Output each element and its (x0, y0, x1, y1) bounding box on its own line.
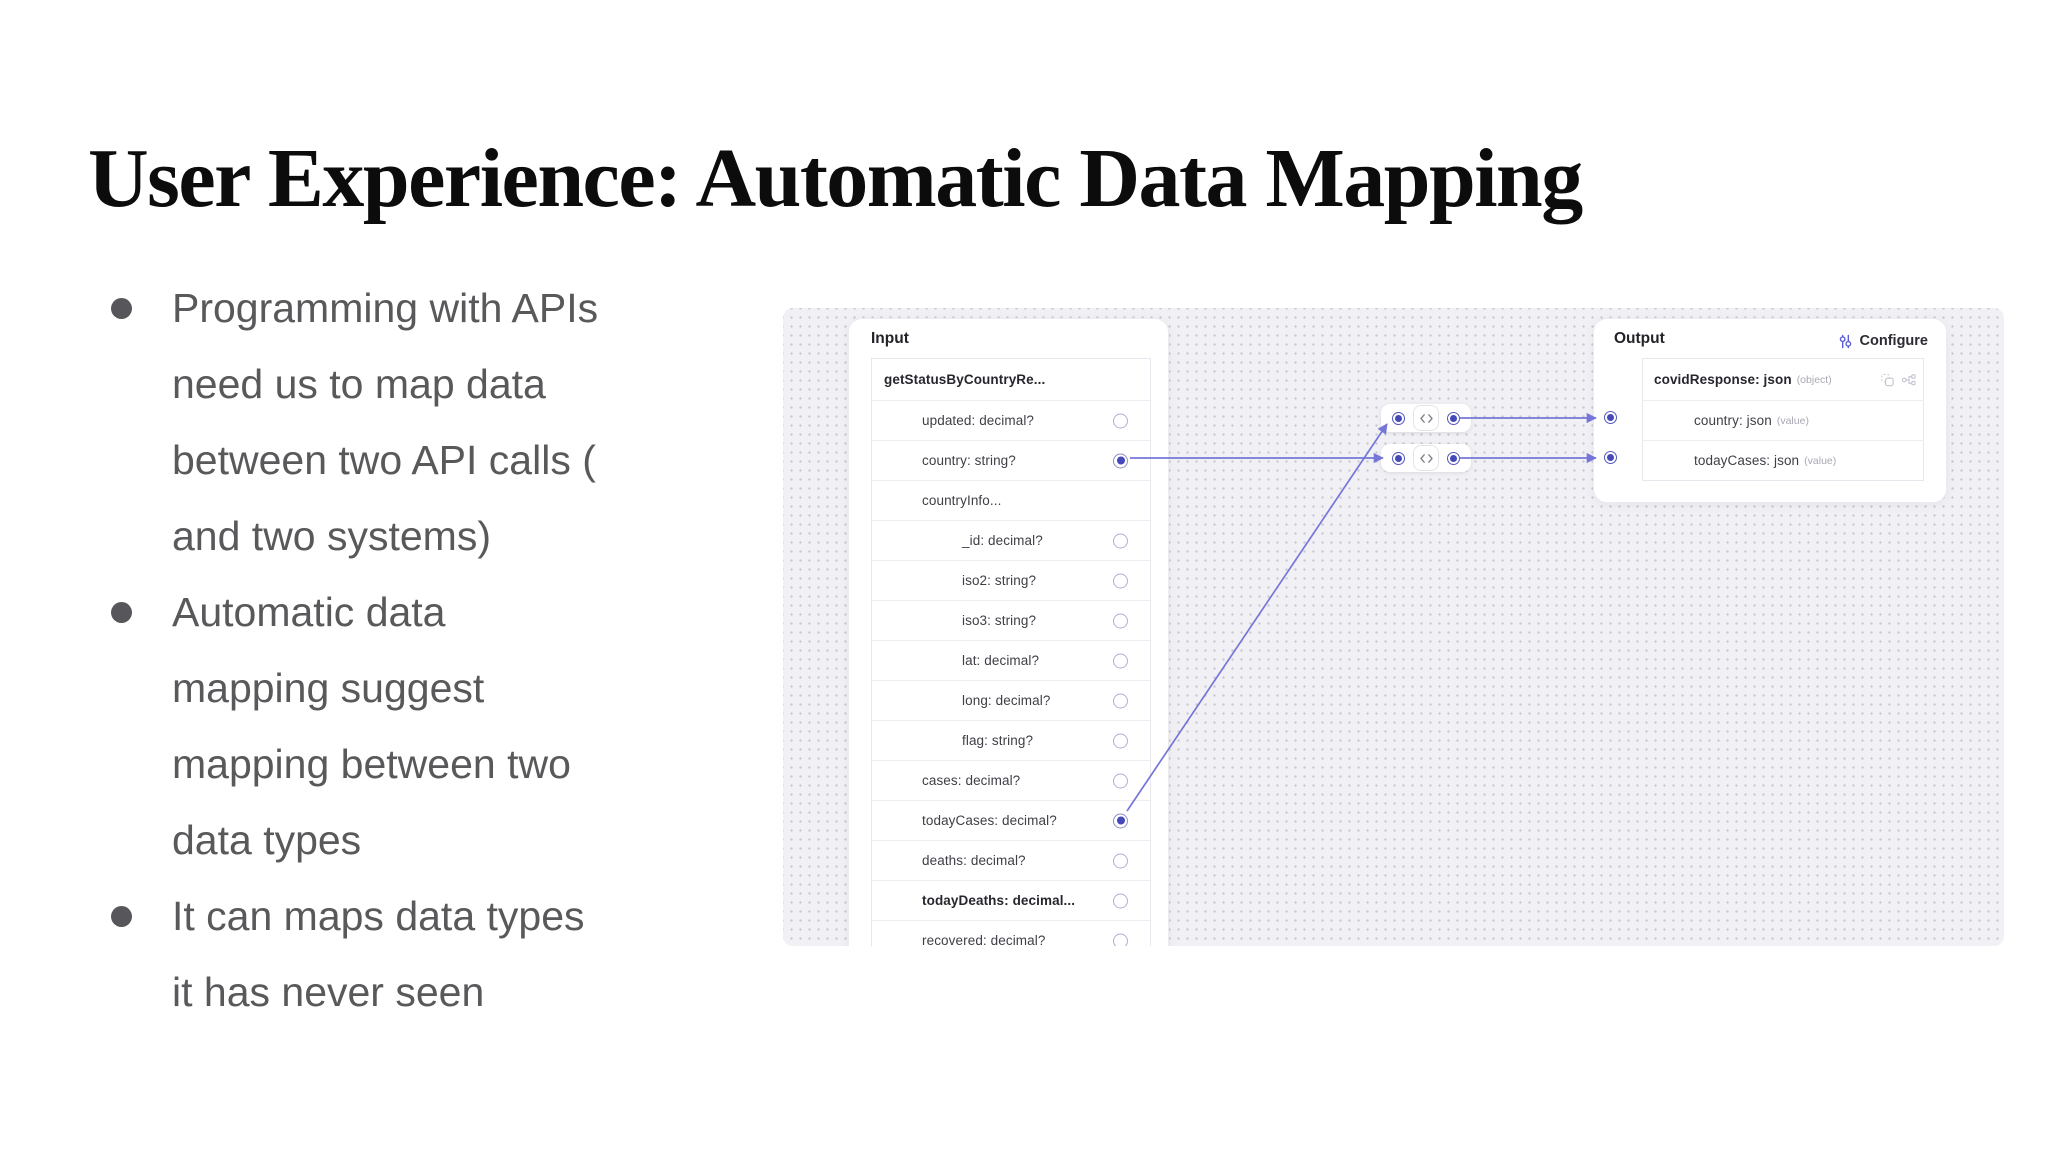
field-label: getStatusByCountryRe... (884, 372, 1046, 387)
field-label: countryInfo... (922, 493, 1002, 508)
transform-output-port[interactable] (1447, 411, 1460, 425)
field-type-suffix: (object) (1796, 373, 1832, 386)
output-field-row[interactable]: country: json (value) (1643, 400, 1923, 440)
field-label: todayDeaths: decimal... (922, 893, 1076, 908)
field-label: covidResponse: json (1654, 372, 1792, 387)
input-field-row[interactable]: flag: string? (872, 720, 1150, 760)
field-label: country: json (1694, 413, 1772, 428)
field-label: iso2: string? (962, 573, 1037, 588)
field-label: _id: decimal? (962, 533, 1043, 548)
code-icon (1419, 453, 1433, 463)
field-select-radio[interactable] (1113, 613, 1128, 628)
field-select-radio[interactable] (1113, 853, 1128, 868)
field-select-radio[interactable] (1113, 813, 1128, 828)
input-field-row[interactable]: iso3: string? (872, 600, 1150, 640)
output-field-row[interactable]: covidResponse: json (object) (1643, 359, 1923, 400)
mapping-canvas[interactable]: Input getStatusByCountryRe... updated: de… (783, 308, 2004, 946)
input-field-row[interactable]: cases: decimal? (872, 760, 1150, 800)
input-panel: Input getStatusByCountryRe... updated: de… (848, 318, 1169, 946)
code-transform-box[interactable] (1413, 405, 1439, 431)
field-select-radio[interactable] (1113, 453, 1128, 468)
bullet-item: Automatic data mapping suggest mapping b… (103, 574, 703, 878)
bullet-list: Programming with APIs need us to map dat… (103, 270, 703, 1030)
input-field-row[interactable]: _id: decimal? (872, 520, 1150, 560)
field-label: updated: decimal? (922, 413, 1035, 428)
field-type-suffix: (value) (1804, 454, 1837, 467)
output-panel-title: Output (1614, 330, 1665, 347)
transform-output-port[interactable] (1447, 451, 1460, 465)
bullet-dot (111, 602, 132, 623)
field-select-radio[interactable] (1113, 413, 1128, 428)
field-label: todayCases: decimal? (922, 813, 1057, 828)
code-transform-box[interactable] (1413, 445, 1439, 471)
input-field-row[interactable]: todayCases: decimal? (872, 800, 1150, 840)
input-field-table: getStatusByCountryRe... updated: decimal?… (871, 358, 1151, 946)
transform-input-port[interactable] (1392, 451, 1405, 465)
field-label: flag: string? (962, 733, 1034, 748)
bullet-text: Automatic data mapping suggest mapping b… (172, 589, 571, 863)
field-select-radio[interactable] (1113, 933, 1128, 946)
field-select-radio[interactable] (1113, 693, 1128, 708)
input-field-row[interactable]: country: string? (872, 440, 1150, 480)
transform-node[interactable] (1381, 444, 1471, 472)
transform-input-port[interactable] (1392, 411, 1405, 425)
field-label: long: decimal? (962, 693, 1051, 708)
configure-button[interactable]: Configure (1838, 333, 1928, 349)
field-label: recovered: decimal? (922, 933, 1046, 946)
field-label: iso3: string? (962, 613, 1037, 628)
field-label: deaths: decimal? (922, 853, 1026, 868)
code-icon (1419, 413, 1433, 423)
input-field-row[interactable]: countryInfo... (872, 480, 1150, 520)
field-select-radio[interactable] (1113, 893, 1128, 908)
field-select-radio[interactable] (1113, 653, 1128, 668)
input-field-row[interactable]: getStatusByCountryRe... (872, 359, 1150, 400)
bullet-dot (111, 298, 132, 319)
bullet-item: It can maps data types it has never seen (103, 878, 703, 1030)
field-label: lat: decimal? (962, 653, 1040, 668)
bullet-text: Programming with APIs need us to map dat… (172, 285, 599, 559)
field-select-radio[interactable] (1113, 773, 1128, 788)
output-field-table: covidResponse: json (object) country: json… (1642, 358, 1924, 481)
input-field-row[interactable]: todayDeaths: decimal... (872, 880, 1150, 920)
bullet-text: It can maps data types it has never seen (172, 893, 585, 1015)
transform-node[interactable] (1381, 404, 1471, 432)
row-action-icons[interactable] (1880, 372, 1916, 387)
output-port-todaycases[interactable] (1604, 451, 1617, 464)
copy-icon (1881, 373, 1894, 386)
bullet-dot (111, 906, 132, 927)
page-title: User Experience: Automatic Data Mapping (88, 132, 1583, 225)
configure-label: Configure (1859, 333, 1928, 349)
field-label: country: string? (922, 453, 1016, 468)
input-field-row[interactable]: iso2: string? (872, 560, 1150, 600)
output-panel: Output Configure covidResponse: json (obj… (1593, 318, 1947, 503)
input-field-row[interactable]: deaths: decimal? (872, 840, 1150, 880)
hierarchy-icon (1901, 373, 1916, 385)
field-select-radio[interactable] (1113, 573, 1128, 588)
field-label: todayCases: json (1694, 453, 1800, 468)
field-label: cases: decimal? (922, 773, 1021, 788)
input-field-row[interactable]: long: decimal? (872, 680, 1150, 720)
bullet-item: Programming with APIs need us to map dat… (103, 270, 703, 574)
tune-sliders-icon (1839, 334, 1851, 348)
output-field-row[interactable]: todayCases: json (value) (1643, 440, 1923, 480)
field-type-suffix: (value) (1776, 414, 1809, 427)
output-port-country[interactable] (1604, 411, 1617, 424)
input-field-row[interactable]: lat: decimal? (872, 640, 1150, 680)
field-select-radio[interactable] (1113, 733, 1128, 748)
input-field-row[interactable]: updated: decimal? (872, 400, 1150, 440)
input-field-row[interactable]: recovered: decimal? (872, 920, 1150, 946)
input-panel-title: Input (871, 330, 909, 347)
field-select-radio[interactable] (1113, 533, 1128, 548)
